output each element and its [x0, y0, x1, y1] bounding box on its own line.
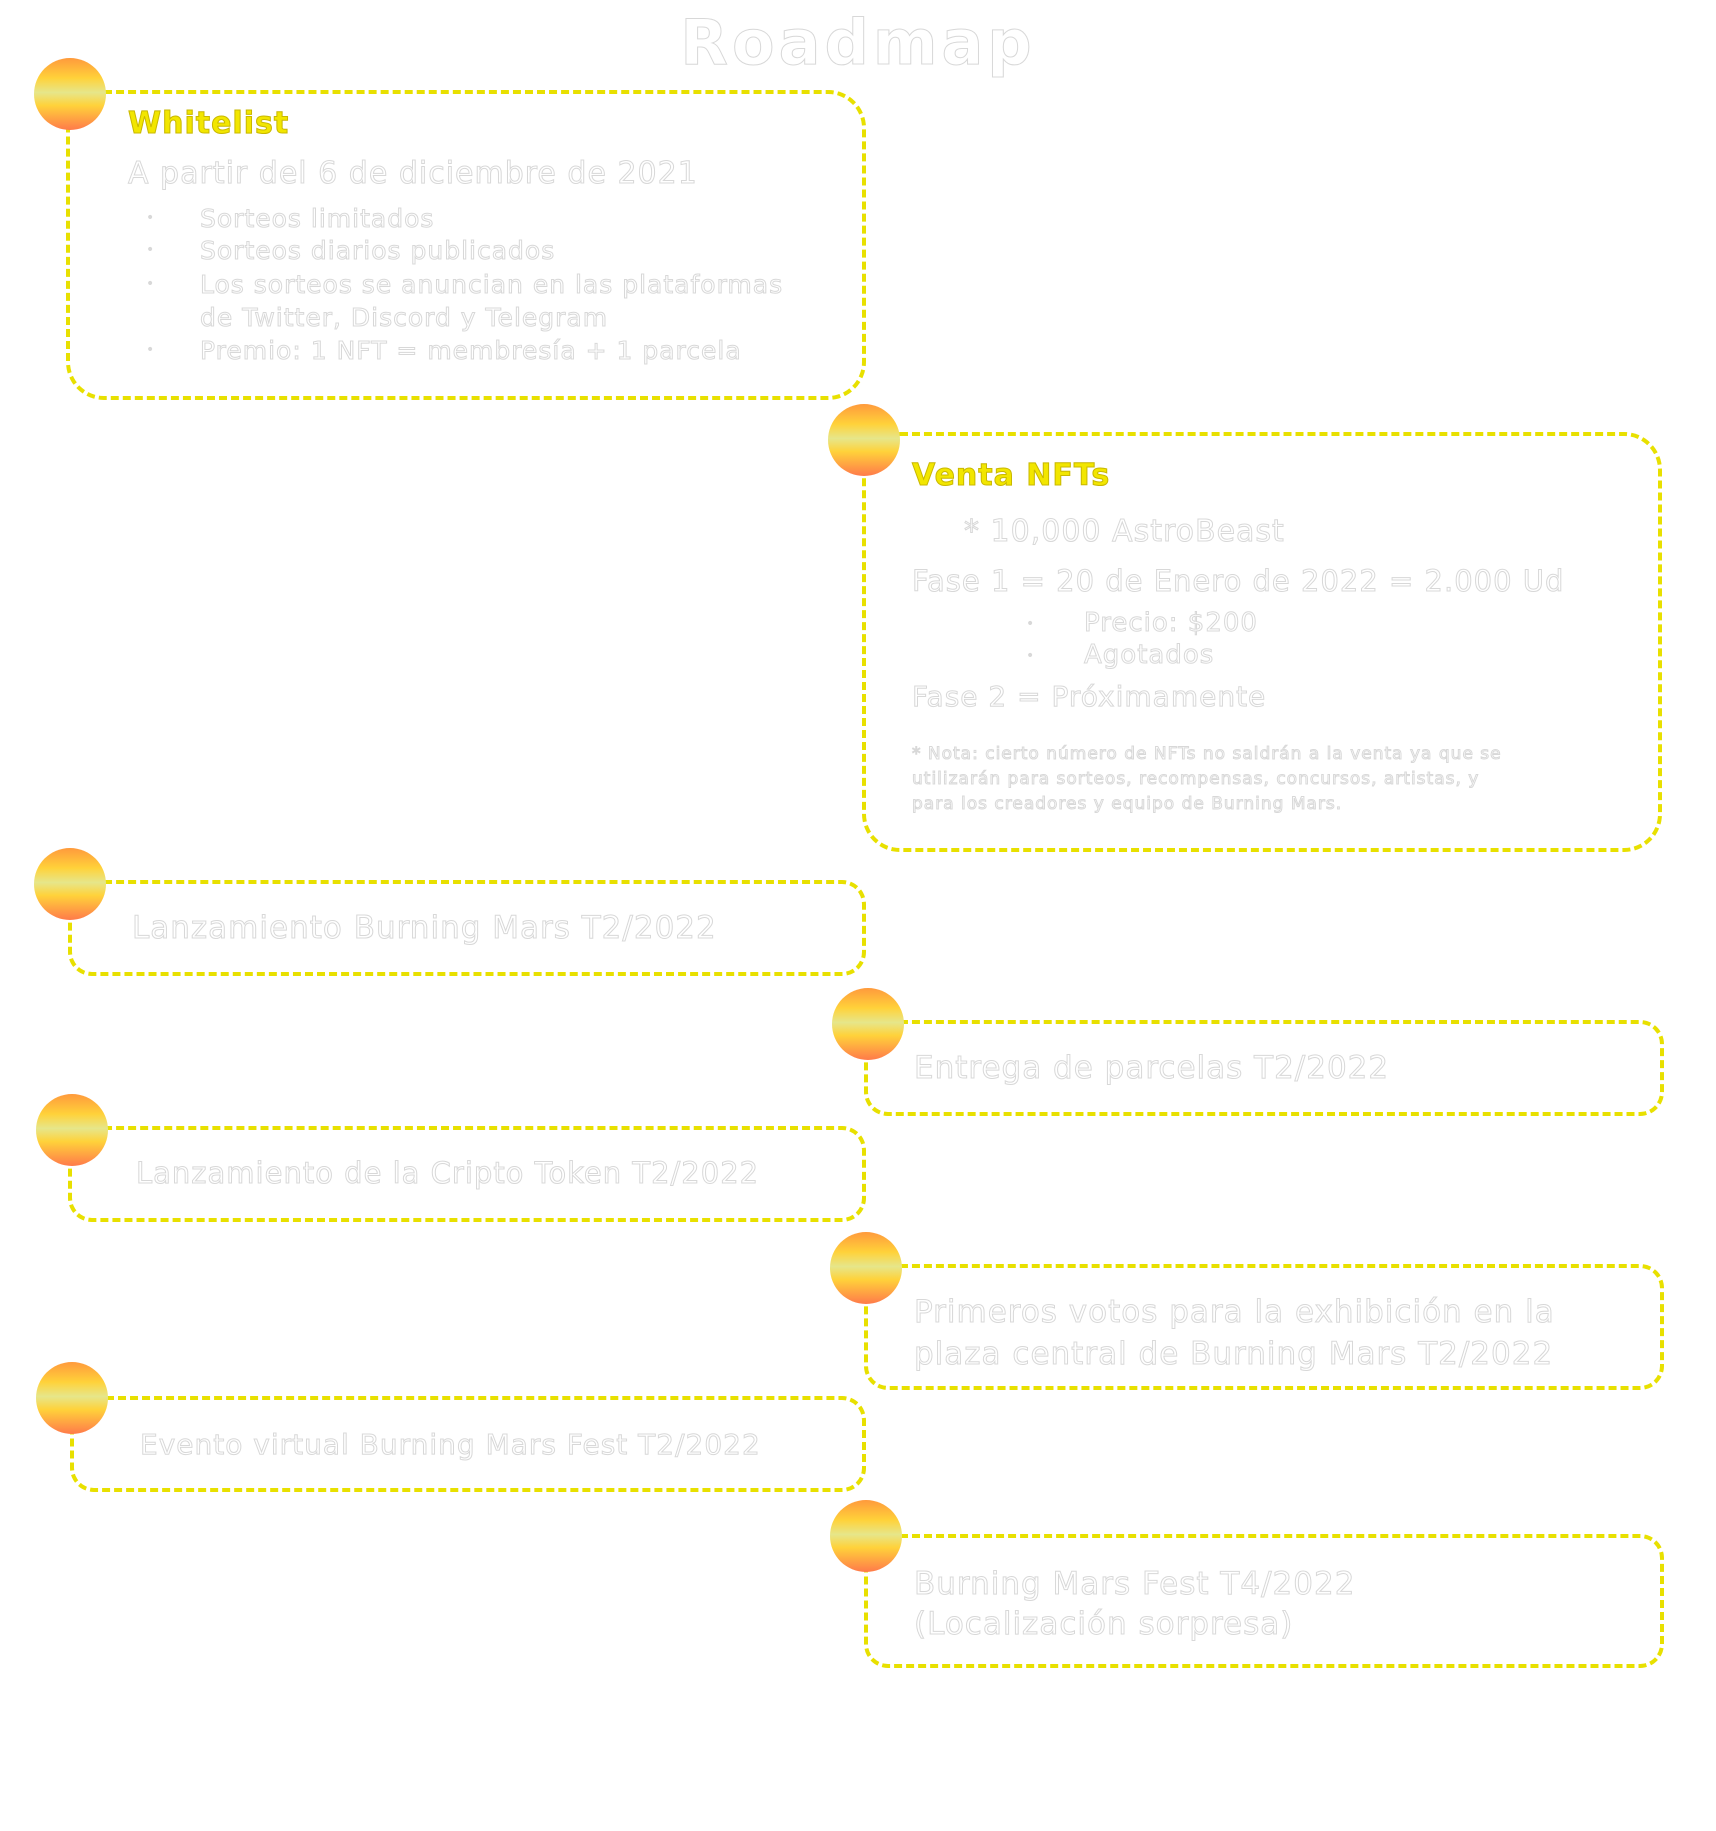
- whitelist-card: [66, 90, 866, 400]
- milestone-text: (Localización sorpresa): [913, 1606, 1294, 1643]
- milestone-card: [68, 1126, 866, 1222]
- venta-fase1-item: Agotados: [1083, 640, 1215, 671]
- bullet-icon: •: [146, 342, 155, 358]
- page-title: Roadmap: [680, 6, 1036, 80]
- venta-note: para los creadores y equipo de Burning M…: [911, 794, 1343, 815]
- whitelist-item-continued: de Twitter, Discord y Telegram: [199, 303, 609, 333]
- milestone-text: Evento virtual Burning Mars Fest T2/2022: [140, 1428, 761, 1462]
- timeline-dot-icon: [34, 58, 106, 130]
- timeline-dot-icon: [830, 1232, 902, 1304]
- venta-fase1-item: Precio: $200: [1084, 608, 1258, 639]
- timeline-dot-icon: [36, 1362, 108, 1434]
- venta-fase1: Fase 1 = 20 de Enero de 2022 = 2.000 Ud: [911, 564, 1565, 599]
- milestone-text: Entrega de parcelas T2/2022: [913, 1050, 1390, 1087]
- milestone-text: Primeros votos para la exhibición en la: [914, 1294, 1555, 1331]
- venta-fase2: Fase 2 = Próximamente: [911, 680, 1267, 714]
- whitelist-item: Los sorteos se anuncian en las plataform…: [199, 270, 784, 300]
- venta-card: [862, 432, 1662, 852]
- milestone-card: [70, 1396, 866, 1492]
- venta-heading: Venta NFTs: [911, 458, 1111, 494]
- timeline-dot-icon: [828, 404, 900, 476]
- milestone-text: Burning Mars Fest T4/2022: [913, 1566, 1356, 1603]
- bullet-icon: •: [146, 276, 155, 292]
- timeline-dot-icon: [36, 1094, 108, 1166]
- milestone-card: [864, 1264, 1664, 1390]
- bullet-icon: •: [1026, 648, 1035, 664]
- milestone-text: plaza central de Burning Mars T2/2022: [913, 1336, 1554, 1373]
- timeline-dot-icon: [34, 848, 106, 920]
- milestone-card: [864, 1020, 1664, 1116]
- bullet-icon: •: [1026, 616, 1035, 632]
- venta-note: * Nota: cierto número de NFTs no saldrán…: [912, 744, 1502, 765]
- milestone-text: Lanzamiento Burning Mars T2/2022: [132, 910, 717, 947]
- milestone-text: Lanzamiento de la Cripto Token T2/2022: [135, 1156, 760, 1191]
- whitelist-item: Sorteos limitados: [199, 204, 435, 234]
- whitelist-item: Sorteos diarios publicados: [199, 236, 556, 266]
- whitelist-date: A partir del 6 de diciembre de 2021: [128, 156, 698, 192]
- venta-total: * 10,000 AstroBeast: [964, 514, 1285, 550]
- bullet-icon: •: [146, 210, 155, 226]
- timeline-dot-icon: [832, 988, 904, 1060]
- milestone-card: [864, 1534, 1664, 1668]
- bullet-icon: •: [146, 242, 155, 258]
- milestone-card: [68, 880, 866, 976]
- venta-note: utilizarán para sorteos, recompensas, co…: [911, 769, 1480, 790]
- whitelist-item: Premio: 1 NFT = membresía + 1 parcela: [200, 336, 742, 366]
- whitelist-heading: Whitelist: [127, 106, 290, 142]
- timeline-dot-icon: [830, 1500, 902, 1572]
